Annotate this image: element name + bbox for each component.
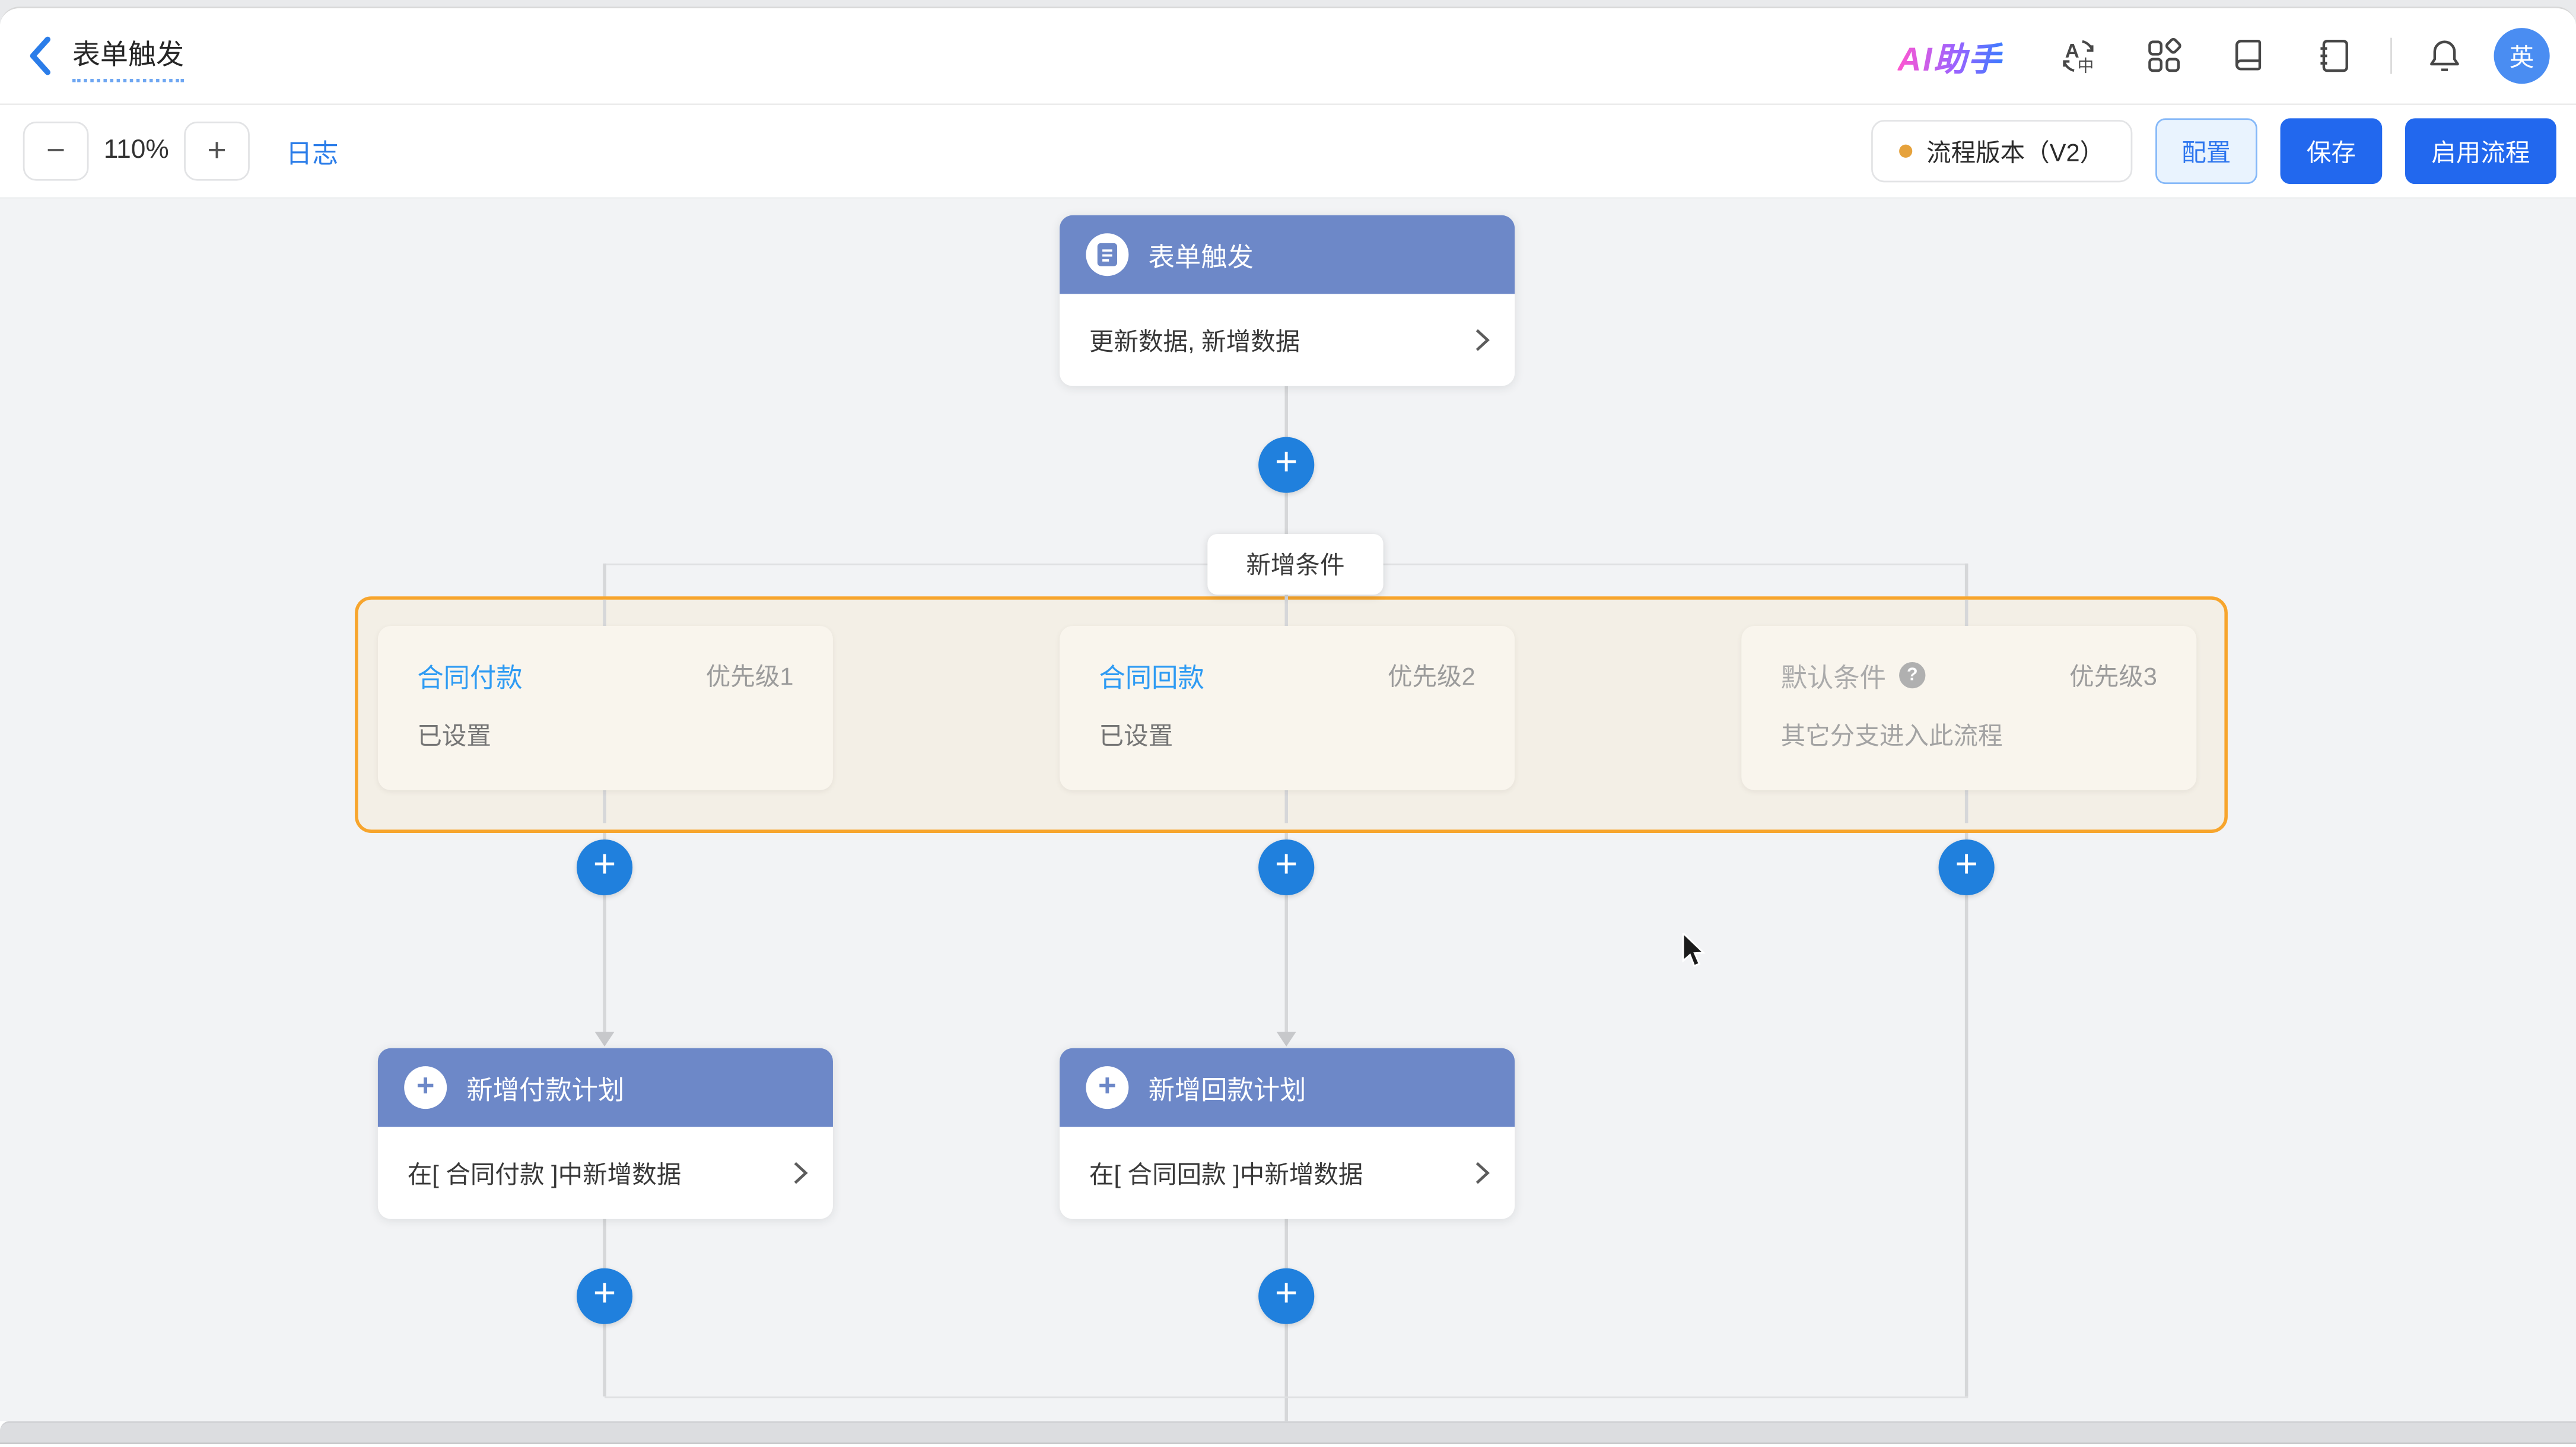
condition-status: 其它分支进入此流程 xyxy=(1780,723,2003,751)
version-dot-icon xyxy=(1898,144,1912,158)
log-link[interactable]: 日志 xyxy=(285,141,339,170)
action-node-detail: 在[ 合同付款 ]中新增数据 xyxy=(407,1160,682,1189)
action-node-body[interactable]: 在[ 合同付款 ]中新增数据 xyxy=(377,1127,833,1219)
action-node-2[interactable]: + 新增回款计划 在[ 合同回款 ]中新增数据 xyxy=(1060,1048,1515,1219)
condition-name[interactable]: 合同回款 xyxy=(1099,665,1204,694)
add-node-button[interactable]: + xyxy=(1938,839,1995,896)
connector-line xyxy=(1284,386,1288,439)
condition-card-1[interactable]: 合同付款 优先级1 已设置 xyxy=(377,626,833,790)
connector-line xyxy=(603,599,606,626)
help-icon[interactable]: ? xyxy=(1899,662,1926,689)
connector-line xyxy=(1284,492,1288,536)
plus-circle-icon: + xyxy=(404,1066,447,1109)
connector-line xyxy=(603,1324,606,1397)
action-node-detail: 在[ 合同回款 ]中新增数据 xyxy=(1089,1160,1363,1189)
svg-text:中: 中 xyxy=(2078,56,2094,75)
config-button[interactable]: 配置 xyxy=(2155,118,2257,185)
condition-name[interactable]: 合同付款 xyxy=(417,665,523,694)
app-window: 表单触发 AI助手 A 中 xyxy=(0,7,2576,1447)
condition-card-default[interactable]: 默认条件 ? 优先级3 其它分支进入此流程 xyxy=(1741,626,2197,790)
connector-line xyxy=(603,1216,606,1268)
action-node-title: 新增回款计划 xyxy=(1148,1077,1306,1106)
add-node-button[interactable]: + xyxy=(1258,1268,1315,1324)
arrow-down-icon xyxy=(594,1032,615,1047)
add-node-button[interactable]: + xyxy=(1258,839,1315,896)
add-node-button[interactable]: + xyxy=(1258,437,1315,493)
enable-flow-button[interactable]: 启用流程 xyxy=(2405,118,2556,185)
add-node-button[interactable]: + xyxy=(576,839,633,896)
priority-badge: 优先级1 xyxy=(705,663,794,691)
notebook-icon[interactable] xyxy=(2315,36,2354,75)
bell-icon[interactable] xyxy=(2425,36,2464,75)
condition-card-2[interactable]: 合同回款 优先级2 已设置 xyxy=(1060,626,1515,790)
priority-badge: 优先级3 xyxy=(2069,663,2157,691)
horizontal-scrollbar[interactable] xyxy=(0,1421,2576,1445)
connector-line xyxy=(1964,895,1968,1397)
flow-canvas[interactable]: 表单触发 更新数据, 新增数据 + 新增条件 合同付款 优先级1 已设置 xyxy=(0,199,2576,1421)
connector-line xyxy=(1284,790,1288,823)
form-document-icon xyxy=(1086,233,1129,276)
header-actions: AI助手 A 中 xyxy=(1897,8,2550,104)
trigger-node[interactable]: 表单触发 更新数据, 新增数据 xyxy=(1060,215,1515,386)
add-node-button[interactable]: + xyxy=(576,1268,633,1324)
zoom-in-button[interactable]: + xyxy=(184,121,250,181)
toolbar: − 110% + 日志 流程版本（V2） 配置 保存 启用流程 xyxy=(0,105,2576,199)
action-node-header[interactable]: + 新增回款计划 xyxy=(1060,1048,1515,1127)
page-title: 表单触发 xyxy=(72,30,185,82)
connector-line xyxy=(603,563,606,600)
connector-line xyxy=(603,895,606,1033)
action-node-title: 新增付款计划 xyxy=(466,1077,625,1106)
chevron-right-icon xyxy=(794,1162,808,1184)
connector-line xyxy=(1284,594,1288,626)
connector-line xyxy=(1284,1216,1288,1268)
action-node-body[interactable]: 在[ 合同回款 ]中新增数据 xyxy=(1060,1127,1515,1219)
ai-assistant-logo[interactable]: AI助手 xyxy=(1897,32,2002,79)
trigger-node-header[interactable]: 表单触发 xyxy=(1060,215,1515,294)
header-bar: 表单触发 AI助手 A 中 xyxy=(0,8,2576,106)
svg-text:A: A xyxy=(2065,40,2079,62)
chevron-left-icon xyxy=(30,36,51,75)
version-label: 流程版本（V2） xyxy=(1926,138,2105,167)
mouse-cursor xyxy=(1682,933,1706,967)
bottom-gap xyxy=(0,1444,2576,1447)
connector-line xyxy=(1964,790,1968,823)
arrow-down-icon xyxy=(1276,1032,1296,1047)
back-button[interactable] xyxy=(23,33,59,79)
connector-line xyxy=(1964,599,1968,626)
action-node-header[interactable]: + 新增付款计划 xyxy=(377,1048,833,1127)
condition-status: 已设置 xyxy=(1099,723,1173,751)
zoom-level: 110% xyxy=(103,136,169,164)
add-condition-label[interactable]: 新增条件 xyxy=(1207,533,1384,595)
toolbar-actions: 流程版本（V2） 配置 保存 启用流程 xyxy=(1870,105,2556,197)
connector-line xyxy=(1964,563,1968,600)
action-node-1[interactable]: + 新增付款计划 在[ 合同付款 ]中新增数据 xyxy=(377,1048,833,1219)
branch-merge-line xyxy=(605,1396,1968,1398)
apps-grid-icon[interactable] xyxy=(2144,36,2183,75)
trigger-node-body[interactable]: 更新数据, 新增数据 xyxy=(1060,294,1515,386)
condition-name: 默认条件 ? xyxy=(1781,656,2069,695)
zoom-out-button[interactable]: − xyxy=(23,121,89,181)
connector-line xyxy=(1284,895,1288,1033)
plus-circle-icon: + xyxy=(1086,1066,1129,1109)
priority-badge: 优先级2 xyxy=(1387,663,1475,691)
chevron-right-icon xyxy=(1475,329,1490,351)
condition-status: 已设置 xyxy=(417,723,492,751)
avatar[interactable]: 英 xyxy=(2494,28,2550,84)
connector-line xyxy=(1284,1324,1288,1421)
translate-icon[interactable]: A 中 xyxy=(2059,36,2098,75)
flow-version-pill[interactable]: 流程版本（V2） xyxy=(1870,120,2133,183)
trigger-node-title: 表单触发 xyxy=(1148,244,1254,273)
connector-line xyxy=(603,790,606,823)
trigger-node-detail: 更新数据, 新增数据 xyxy=(1089,327,1300,356)
save-button[interactable]: 保存 xyxy=(2280,118,2383,185)
chevron-right-icon xyxy=(1475,1162,1490,1184)
header-divider xyxy=(2390,37,2392,74)
book-icon[interactable] xyxy=(2230,36,2269,75)
